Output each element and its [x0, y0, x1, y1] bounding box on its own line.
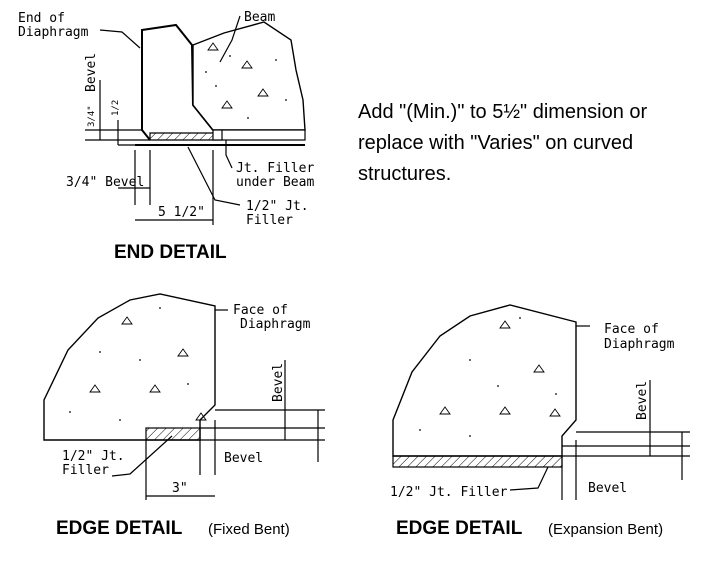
end-jt-filler-under-beam	[212, 129, 306, 141]
fixed-jt-filler-label-2: Filler	[62, 463, 109, 478]
note-line-1: Add "(Min.)" to 5½" dimension or	[358, 101, 648, 123]
bevel-vertical-label: Bevel	[84, 53, 99, 92]
expansion-aggregate	[419, 317, 561, 437]
fixed-face-label-1: Face of	[233, 303, 288, 318]
end-detail-caption: END DETAIL	[114, 242, 227, 263]
edge-detail-expansion: Face of Diaphragm Bevel 1/2" Jt. Filler …	[390, 304, 690, 539]
fixed-diaphragm-concrete	[43, 293, 216, 441]
half-inch-filler-label: 1/2" Jt.	[246, 199, 309, 214]
expansion-bevel-vertical: Bevel	[635, 381, 650, 420]
expansion-face-label-2: Diaphragm	[604, 337, 675, 352]
design-note: Add "(Min.)" to 5½" dimension or replace…	[358, 101, 648, 185]
fixed-caption-sub: (Fixed Bent)	[208, 521, 290, 538]
half-vertical-label: 1/2	[111, 100, 121, 116]
end-beam-concrete	[192, 21, 306, 131]
expansion-jt-filler-label: 1/2" Jt. Filler	[390, 485, 508, 500]
fixed-dim-3: 3"	[172, 481, 188, 496]
expansion-diaphragm-concrete	[392, 304, 577, 457]
jt-filler-under-beam-label-2: under Beam	[236, 175, 314, 190]
fixed-face-label-2: Diaphragm	[240, 317, 311, 332]
end-filler-pad	[149, 132, 223, 141]
expansion-caption-sub: (Expansion Bent)	[548, 521, 663, 538]
end-beam-aggregate	[205, 42, 287, 119]
bevel-34-label: 3/4" Bevel	[66, 175, 144, 190]
end-detail: End of Diaphragm Beam Bevel 3/4" 1/2 3/4…	[18, 10, 314, 263]
fixed-bevel-34-label: Bevel	[224, 451, 263, 466]
jt-filler-under-beam-label: Jt. Filler	[236, 161, 314, 176]
expansion-jt-filler	[392, 455, 563, 468]
edge-detail-fixed: Face of Diaphragm Bevel 1/2" Jt. Filler …	[43, 293, 325, 539]
expansion-bevel-34-label: Bevel	[588, 481, 627, 496]
dim-5-half-label: 5 1/2"	[158, 205, 205, 220]
note-line-2: replace with "Varies" on curved	[358, 132, 633, 154]
expansion-face-label-1: Face of	[604, 322, 659, 337]
end-of-diaphragm-label-2: Diaphragm	[18, 25, 89, 40]
beam-label: Beam	[244, 10, 275, 25]
end-of-diaphragm-label: End of	[18, 11, 65, 26]
fixed-aggregate	[69, 307, 207, 421]
expansion-caption-bold: EDGE DETAIL	[396, 518, 523, 539]
fixed-caption-bold: EDGE DETAIL	[56, 518, 183, 539]
note-line-3: structures.	[358, 163, 451, 185]
fixed-bevel-vertical: Bevel	[271, 363, 286, 402]
fixed-jt-filler	[145, 427, 201, 441]
half-inch-filler-label-2: Filler	[246, 213, 293, 228]
three-quarter-vertical-label: 3/4"	[87, 105, 97, 127]
fixed-jt-filler-label-1: 1/2" Jt.	[62, 449, 125, 464]
